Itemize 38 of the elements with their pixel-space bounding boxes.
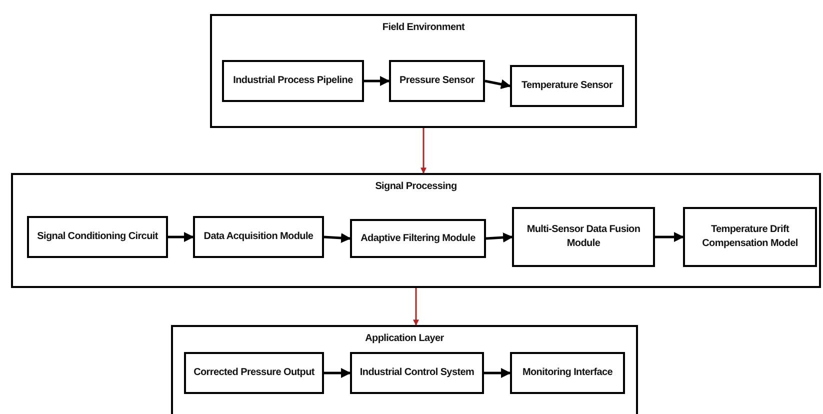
arrow (655, 232, 684, 242)
process-box (683, 207, 817, 267)
group-title: Field Environment (382, 21, 465, 35)
arrow (168, 232, 194, 242)
arrow (486, 232, 513, 242)
box-label: Signal Conditioning Circuit (37, 230, 158, 244)
box-label: Monitoring Interface (522, 366, 613, 380)
process-box (350, 219, 486, 258)
process-box (510, 352, 625, 394)
process-box (510, 65, 624, 107)
group-panel (210, 14, 637, 128)
process-box (222, 60, 364, 102)
box-label: Temperature Drift Compensation Model (701, 223, 799, 251)
box-label: Adaptive Filtering Module (360, 232, 476, 246)
arrow (324, 368, 351, 378)
arrow (324, 233, 351, 243)
process-box (389, 60, 485, 102)
box-label: Multi-Sensor Data Fusion Module (526, 223, 642, 251)
box-label: Temperature Sensor (521, 79, 613, 93)
process-box (193, 216, 324, 258)
box-label: Data Acquisition Module (204, 230, 314, 244)
arrow (413, 288, 419, 326)
process-box (184, 352, 324, 394)
arrow (420, 128, 426, 174)
arrow (364, 76, 390, 86)
group-panel (11, 173, 821, 288)
group-title: Application Layer (365, 332, 444, 346)
process-box (350, 352, 484, 394)
box-label: Industrial Control System (360, 366, 474, 380)
box-label: Pressure Sensor (400, 74, 474, 88)
box-label: Industrial Process Pipeline (233, 74, 353, 88)
group-title: Signal Processing (375, 180, 457, 194)
group-panel (171, 325, 638, 414)
arrow (484, 368, 511, 378)
process-box (27, 216, 168, 258)
process-box (512, 207, 655, 267)
box-label: Corrected Pressure Output (194, 366, 314, 380)
arrow (484, 79, 511, 90)
